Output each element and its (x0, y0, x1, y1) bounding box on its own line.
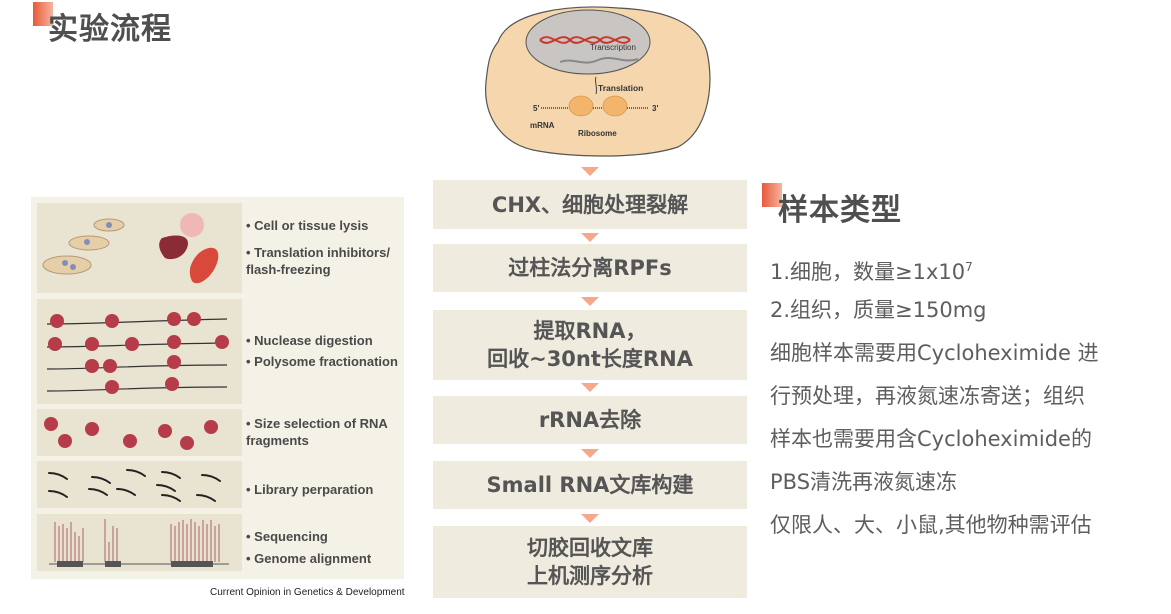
rna-fragment-icons (44, 417, 218, 450)
species-restriction-note: 仅限人、大、小鼠,其他物种需评估 (770, 513, 1092, 537)
figure-label-sequencing: • Sequencing (246, 529, 328, 544)
sample-types-title: 样本类型 (778, 193, 902, 228)
sample-tissue-requirement: 2.组织，质量≥150mg (770, 298, 987, 322)
polysome-ribosome-icons (46, 312, 229, 394)
flow-arrow-4 (581, 449, 599, 458)
flow-arrow-2 (581, 297, 599, 306)
flow-arrow-1 (581, 233, 599, 242)
flow-step-rna-extraction: 提取RNA， 回收~30nt长度RNA (433, 310, 747, 380)
flow-step-sequencing-analysis: 切胶回收文库 上机测序分析 (433, 526, 747, 598)
figure-label-library: • Library perparation (246, 482, 374, 497)
sample-cells-requirement: 1.细胞，数量≥1x107 (770, 260, 973, 284)
flow-step-rpf-separation: 过柱法分离RPFs (433, 244, 747, 292)
svg-text:Ribosome: Ribosome (578, 129, 617, 138)
figure-caption: Current Opinion in Genetics & Developmen… (210, 587, 405, 598)
figure-row-lysis (37, 203, 242, 293)
figure-label-inhibitors: • Translation inhibitors/ flash-freezing (246, 245, 390, 277)
flow-step-lysis: CHX、细胞处理裂解 (433, 180, 747, 229)
figure-label-nuclease: • Nuclease digestion (246, 333, 373, 348)
flow-arrow-5 (581, 514, 599, 523)
flow-step-library-construction: Small RNA文库构建 (433, 461, 747, 509)
figure-label-alignment: • Genome alignment (246, 551, 372, 566)
cell-translation-illustration: Transcription Translation 5' 3' mRNA Rib… (485, 6, 711, 157)
figure-row-sequencing (37, 514, 242, 571)
sample-note-line-4: PBS清洗再液氮速冻 (770, 470, 958, 494)
library-read-icons (48, 469, 221, 502)
sample-title-accent-bar (762, 183, 782, 207)
workflow-title: 实验流程 (48, 12, 172, 47)
figure-label-size-selection: • Size selection of RNA fragments (246, 416, 388, 448)
svg-text:mRNA: mRNA (530, 121, 555, 130)
sample-note-line-3: 样本也需要用含Cycloheximide的 (770, 427, 1092, 451)
figure-row-digestion (37, 299, 242, 404)
flow-arrow-0 (581, 167, 599, 176)
flow-arrow-3 (581, 383, 599, 392)
svg-text:Translation: Translation (598, 83, 643, 93)
svg-text:5': 5' (533, 104, 539, 113)
petri-dish-organ-icons (42, 213, 219, 284)
figure-label-polysome: • Polysome fractionation (246, 354, 398, 369)
svg-text:3': 3' (652, 104, 658, 113)
transcription-label: Transcription (590, 43, 636, 52)
figure-row-library (37, 461, 242, 508)
ribo-seq-figure-panel: • Cell or tissue lysis • Translation inh… (31, 197, 404, 579)
sample-note-line-2: 行预处理，再液氮速冻寄送；组织 (770, 384, 1085, 408)
figure-label-lysis: • Cell or tissue lysis (246, 218, 369, 233)
sample-note-line-1: 细胞样本需要用Cycloheximide 进 (770, 341, 1099, 365)
figure-row-size-selection (37, 409, 242, 456)
sequencing-coverage-plot (49, 519, 229, 567)
flow-step-rrna-removal: rRNA去除 (433, 396, 747, 444)
title-accent-bar (33, 2, 53, 26)
